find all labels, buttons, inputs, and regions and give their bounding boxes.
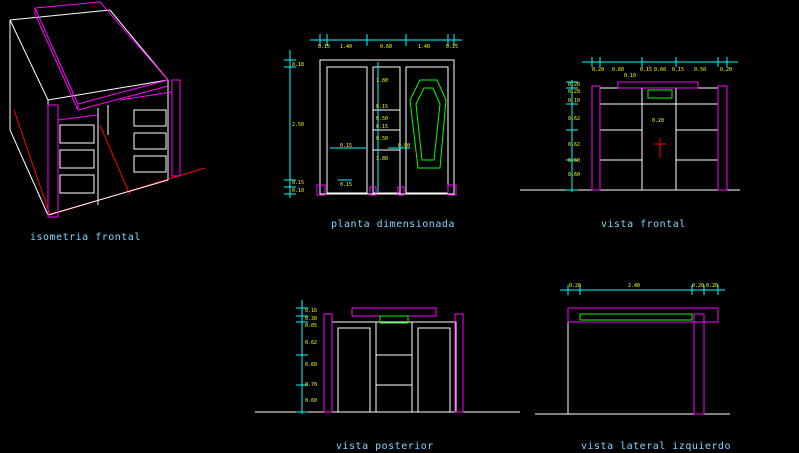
- dimension-labels: 0.15 1.40 0.60 1.40 0.15 0.18 2.50 0.15 0.10 1.80…: [292, 44, 732, 404]
- front-dim-top-label: 0.15: [640, 67, 652, 73]
- side-roof: [567, 307, 719, 415]
- side-dimension-lines: [560, 285, 725, 295]
- plan-dim-top-label: 1.40: [340, 44, 352, 50]
- rear-dimension-lines: [296, 300, 308, 414]
- plan-coffin: [409, 79, 447, 169]
- front-dim-top-label: 0.20: [592, 67, 604, 73]
- front-dim-left-label: 0.60: [568, 158, 580, 164]
- plan-dim-top-label: 0.60: [380, 44, 392, 50]
- iso-roof: [34, 1, 181, 218]
- front-dim-top-label: 0.60: [654, 67, 666, 73]
- plan-dim-inner-label: 0.15: [340, 143, 352, 149]
- caption-front: vista frontal: [601, 219, 686, 230]
- plan-dim-inner-label: 1.80: [376, 78, 388, 84]
- plan-dim-left-label: 0.15: [292, 180, 304, 186]
- rear-view: [255, 300, 520, 414]
- front-dim-left-label: 0.62: [568, 116, 580, 122]
- plan-dim-left-label: 0.10: [292, 188, 304, 194]
- front-roof: [591, 81, 728, 191]
- side-dim-top-label: 0.20: [706, 283, 718, 289]
- front-dim-sub-label: 0.10: [624, 73, 636, 79]
- side-dim-top-label: 2.40: [628, 283, 640, 289]
- rear-dim-left-label: 0.62: [305, 340, 317, 346]
- rear-dim-left-label: 0.60: [305, 362, 317, 368]
- front-dim-left-label: 0.10: [568, 98, 580, 104]
- rear-dim-left-label: 0.30: [305, 316, 317, 322]
- front-dim-left-label: 0.20: [568, 82, 580, 88]
- front-dim-inner-label: 0.20: [652, 118, 664, 124]
- plan-dim-left-label: 2.50: [292, 122, 304, 128]
- side-view: [535, 285, 730, 415]
- plan-base: [316, 184, 457, 196]
- plan-dim-top-label: 0.15: [446, 44, 458, 50]
- front-dim-left-label: 0.62: [568, 142, 580, 148]
- caption-side: vista lateral izquierdo: [581, 441, 731, 452]
- plan-dim-inner-label: 0.90: [398, 143, 410, 149]
- front-dim-left-label: 0.60: [568, 172, 580, 178]
- rear-dim-left-label: 0.05: [305, 323, 317, 329]
- rear-dim-left-label: 0.60: [305, 398, 317, 404]
- front-dim-left-label: 0.28: [568, 89, 580, 95]
- front-dim-top-label: 0.60: [612, 67, 624, 73]
- side-plaque: [579, 313, 693, 321]
- plan-dimension-lines: [284, 34, 462, 198]
- rear-plaque: [379, 315, 409, 324]
- front-dimension-lines: [566, 57, 738, 192]
- plan-dim-top-label: 0.15: [318, 44, 330, 50]
- side-dim-top-label: 0.20: [569, 283, 581, 289]
- plan-dim-inner-label: 0.15: [340, 182, 352, 188]
- plan-dim-inner-label: 0.15: [376, 104, 388, 110]
- plan-dim-top-label: 1.40: [418, 44, 430, 50]
- plan-dim-inner-label: 0.15: [376, 124, 388, 130]
- plan-dim-inner-label: 0.50: [376, 136, 388, 142]
- caption-rear: vista posterior: [336, 441, 434, 452]
- plan-view: [284, 34, 462, 198]
- rear-dim-left-label: 0.70: [305, 382, 317, 388]
- side-dim-top-label: 0.20: [692, 283, 704, 289]
- plan-dim-inner-label: 1.80: [376, 156, 388, 162]
- caption-plan: planta dimensionada: [331, 219, 455, 230]
- cross-icon: [654, 138, 666, 158]
- plan-walls: [319, 59, 455, 195]
- plan-dim-inner-label: 0.50: [376, 116, 388, 122]
- iso-body: [9, 9, 169, 216]
- plan-dim-left-label: 0.18: [292, 62, 304, 68]
- front-dim-top-label: 0.15: [672, 67, 684, 73]
- front-view: [520, 57, 740, 192]
- front-dim-top-label: 0.20: [720, 67, 732, 73]
- front-dim-top-label: 0.50: [694, 67, 706, 73]
- isometric-view: [9, 1, 206, 218]
- front-plaque: [647, 89, 673, 99]
- caption-isometric: isometria frontal: [30, 232, 141, 243]
- rear-dim-left-label: 0.16: [305, 308, 317, 314]
